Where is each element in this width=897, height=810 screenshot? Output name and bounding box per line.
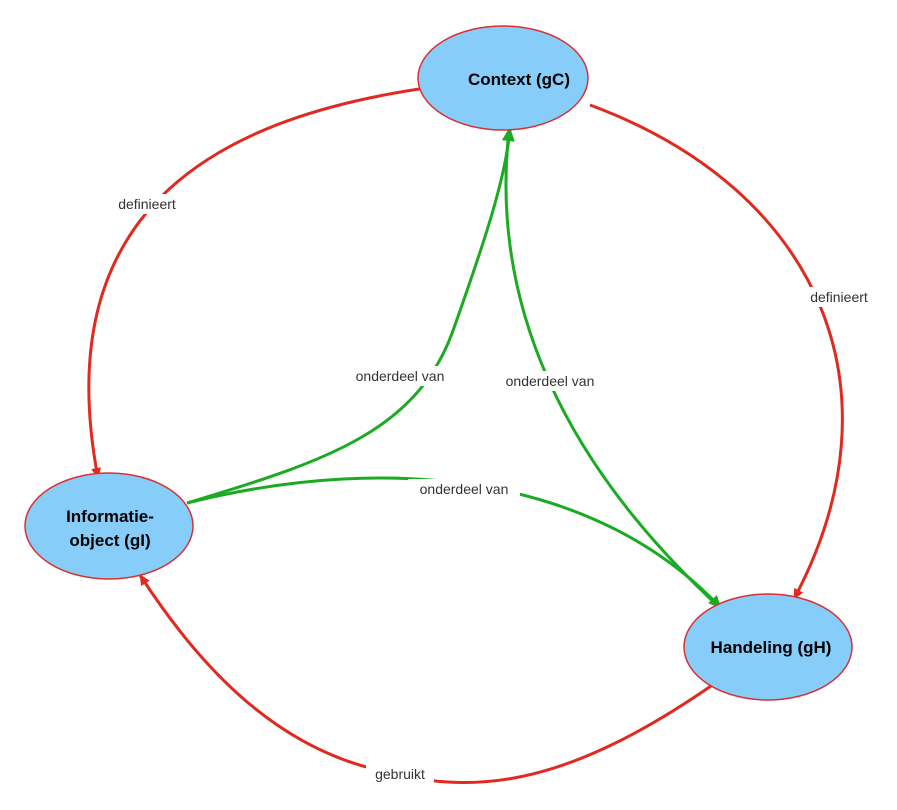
edge-handeling-part-of-context bbox=[501, 128, 721, 609]
edge-label-gebruikt: gebruikt bbox=[366, 764, 434, 784]
edge-label-definieert-right: definieert bbox=[802, 287, 876, 307]
svg-text:definieert: definieert bbox=[810, 289, 868, 305]
edge-handeling-uses-informatieobject bbox=[138, 574, 712, 785]
node-context[interactable]: Context (gC) bbox=[417, 25, 589, 131]
node-informatieobject-label-line2: object (gI) bbox=[69, 531, 150, 550]
node-informatieobject-label-line1: Informatie- bbox=[66, 507, 154, 526]
svg-text:onderdeel van: onderdeel van bbox=[356, 368, 445, 384]
edge-context-defines-informatieobject bbox=[87, 85, 434, 479]
edge-label-onderdeel-van-info-context: onderdeel van bbox=[344, 366, 456, 386]
edge-label-onderdeel-van-handeling-context: onderdeel van bbox=[494, 371, 606, 391]
node-informatieobject[interactable]: Informatie- object (gI) bbox=[24, 472, 194, 580]
node-handeling-label: Handeling (gH) bbox=[711, 638, 832, 657]
node-handeling[interactable]: Handeling (gH) bbox=[683, 593, 853, 701]
svg-text:definieert: definieert bbox=[118, 196, 176, 212]
svg-text:onderdeel van: onderdeel van bbox=[506, 373, 595, 389]
edge-label-definieert-left: definieert bbox=[110, 194, 184, 214]
edge-informatieobject-part-of-context bbox=[186, 128, 515, 505]
svg-text:gebruikt: gebruikt bbox=[375, 766, 425, 782]
edge-label-onderdeel-van-info-handeling: onderdeel van bbox=[408, 479, 520, 499]
svg-text:onderdeel van: onderdeel van bbox=[420, 481, 509, 497]
node-context-label: Context (gC) bbox=[468, 70, 570, 89]
edge-context-defines-handeling bbox=[589, 103, 844, 600]
